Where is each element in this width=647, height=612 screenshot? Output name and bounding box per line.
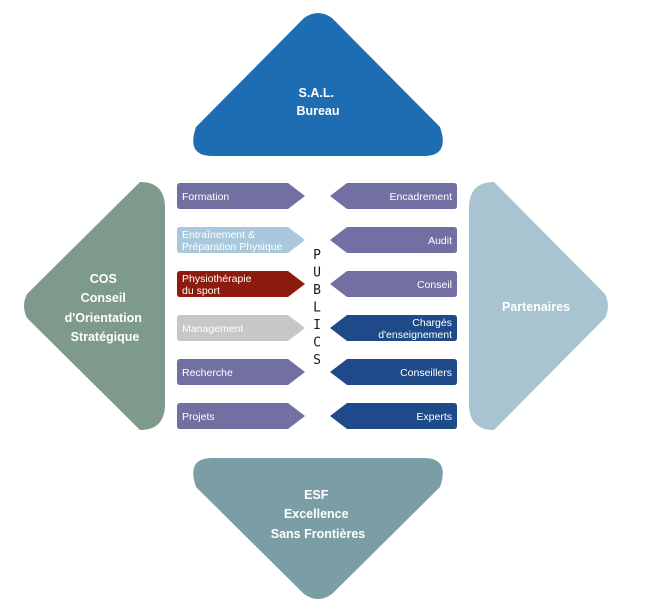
left-item-label: Recherche [182,367,233,379]
left-triangle-label: COS Conseil d'Orientation Stratégique [65,272,146,344]
right-item-audit[interactable]: Audit [330,227,457,253]
left-item-shape [177,271,305,297]
left-item-label-line: Management [182,323,243,335]
right-item-shape [330,271,457,297]
right-item-experts[interactable]: Experts [330,403,457,429]
left-label-line: Stratégique [71,330,140,344]
top-triangle-sal-bureau[interactable] [193,13,443,156]
top-triangle-label: S.A.L. Bureau [296,86,339,118]
bottom-label-line: Excellence [284,507,349,521]
right-label-line: Partenaires [502,300,570,314]
left-item-shape [177,183,305,209]
top-label-line: Bureau [296,104,339,118]
left-item-label-line: du sport [182,285,220,297]
left-item-label: Entraînement &Préparation Physique [182,229,283,253]
right-item-label: Conseillers [400,367,452,379]
right-item-label-line: d'enseignement [378,329,452,341]
right-item-shape [330,359,457,385]
right-item-label-line: Audit [428,235,452,247]
bottom-triangle-group: ESF Excellence Sans Frontières [193,458,443,599]
publics-letter: S [313,353,321,368]
top-label-line: S.A.L. [299,86,334,100]
bottom-triangle-label: ESF Excellence Sans Frontières [271,488,366,541]
left-triangle-cos[interactable] [24,182,165,430]
left-item-label-line: Projets [182,411,215,423]
left-label-line: Conseil [81,291,126,305]
right-item-label: Audit [428,235,452,247]
left-item-label-line: Physiothérapie [182,273,252,285]
left-item-label-line: Formation [182,191,229,203]
publics-letter: I [313,318,321,333]
left-item-label: Management [182,323,243,335]
left-item-label-line: Préparation Physique [182,241,283,253]
left-item-projets[interactable]: Projets [177,403,305,429]
right-item-encadrement[interactable]: Encadrement [330,183,457,209]
left-item-shape [177,227,305,253]
right-triangle-label: Partenaires [502,300,570,314]
left-item-shape [177,359,305,385]
publics-letter: P [313,248,321,263]
left-label-line: COS [90,272,117,286]
left-item-recherche[interactable]: Recherche [177,359,305,385]
left-label-line: d'Orientation [65,311,142,325]
right-triangle-partenaires[interactable] [469,182,608,430]
right-item-label-line: Chargés [412,317,452,329]
left-item-formation[interactable]: Formation [177,183,305,209]
left-item-shape [177,403,305,429]
right-item-label-line: Experts [416,411,452,423]
left-item-entrainement-preparation-physique[interactable]: Entraînement &Préparation Physique [177,227,305,253]
bottom-label-line: ESF [304,488,329,502]
publics-letter: L [313,301,321,316]
publics-letter: U [313,266,321,281]
right-triangle-group: Partenaires [469,182,608,430]
bottom-label-line: Sans Frontières [271,527,366,541]
left-item-label: Projets [182,411,215,423]
right-item-label-line: Conseil [417,279,452,291]
left-triangle-group: COS Conseil d'Orientation Stratégique [24,182,165,430]
top-triangle-group: S.A.L. Bureau [193,13,443,156]
right-item-conseil[interactable]: Conseil [330,271,457,297]
publics-letter: C [313,336,321,351]
left-item-label-line: Entraînement & [182,229,255,241]
right-item-shape [330,183,457,209]
left-item-label: Formation [182,191,229,203]
right-item-conseillers[interactable]: Conseillers [330,359,457,385]
right-item-label-line: Encadrement [390,191,453,203]
bottom-triangle-esf[interactable] [193,458,443,599]
right-item-shape [330,403,457,429]
right-item-shape [330,315,457,341]
right-item-label: Conseil [417,279,452,291]
publics-letter: B [313,283,321,298]
right-item-label-line: Conseillers [400,367,452,379]
right-item-label: Encadrement [390,191,453,203]
right-item-shape [330,227,457,253]
left-item-shape [177,315,305,341]
left-item-label-line: Recherche [182,367,233,379]
right-item-label: Experts [416,411,452,423]
left-item-management[interactable]: Management [177,315,305,341]
